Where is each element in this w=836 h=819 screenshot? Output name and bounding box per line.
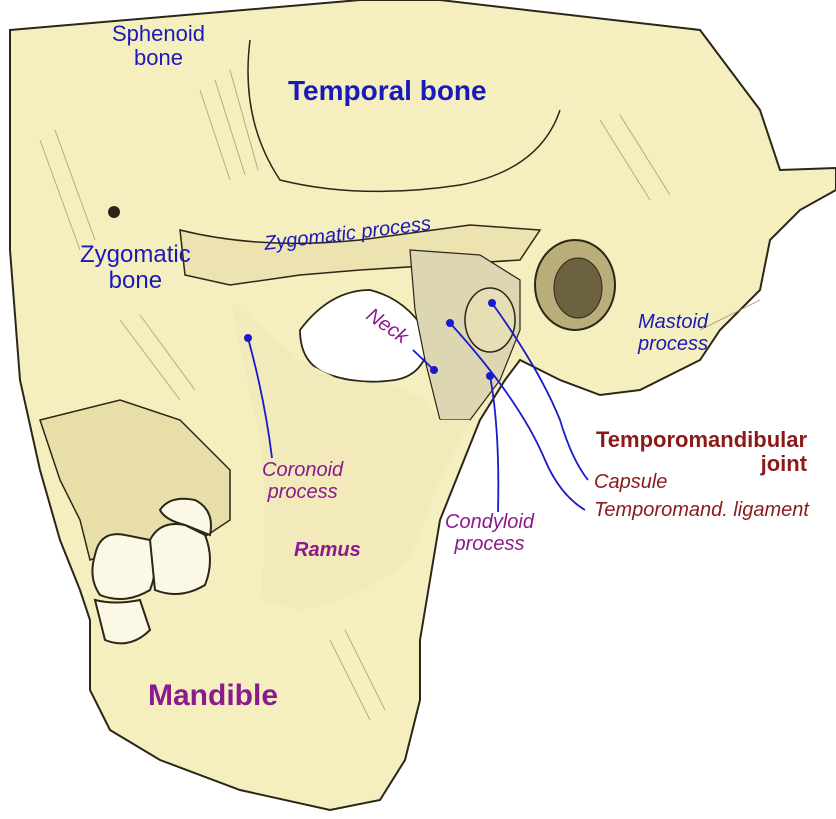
label-coronoid-process: Coronoid process bbox=[262, 460, 343, 503]
label-condyloid-process: Condyloid process bbox=[445, 512, 534, 555]
label-tmj-title: Temporomandibular joint bbox=[596, 428, 807, 476]
dot-neck bbox=[430, 366, 438, 374]
label-temporal-bone: Temporal bone bbox=[288, 76, 487, 106]
foramen bbox=[108, 206, 120, 218]
label-capsule: Capsule bbox=[594, 472, 667, 494]
tooth-1 bbox=[92, 534, 155, 599]
label-mandible: Mandible bbox=[148, 680, 278, 712]
dot-capsule bbox=[488, 299, 496, 307]
label-temporomand-ligament: Temporomand. ligament bbox=[594, 500, 809, 522]
dot-coronoid bbox=[244, 334, 252, 342]
label-ramus: Ramus bbox=[294, 540, 361, 562]
dot-ligament bbox=[446, 319, 454, 327]
tooth-4 bbox=[95, 600, 150, 643]
tooth-2 bbox=[150, 524, 210, 594]
label-mastoid-process: Mastoid process bbox=[638, 312, 708, 355]
ear-canal-inner bbox=[554, 258, 602, 318]
label-sphenoid-bone: Sphenoid bone bbox=[112, 22, 205, 70]
label-zygomatic-bone: Zygomatic bone bbox=[80, 242, 191, 294]
condyle-head bbox=[465, 288, 515, 352]
dot-condyloid bbox=[486, 372, 494, 380]
